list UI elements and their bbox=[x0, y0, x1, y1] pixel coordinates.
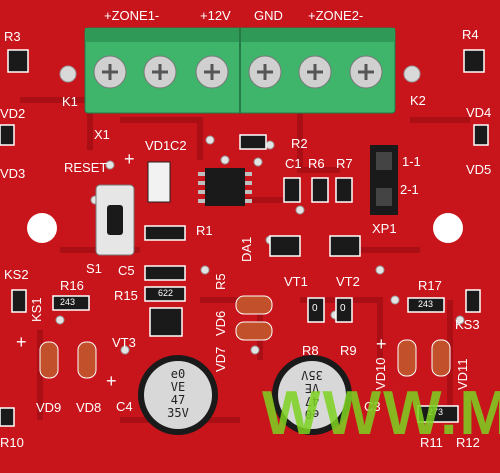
label-vd8: VD8 bbox=[76, 400, 102, 415]
label-vd6: VD6 bbox=[213, 310, 228, 336]
via-hole bbox=[403, 65, 421, 83]
via-hole bbox=[59, 65, 77, 83]
label-vd2: VD2 bbox=[0, 106, 26, 121]
resistor-code-r15: 622 bbox=[158, 288, 174, 298]
capacitor-c4-marking: e0 VE 47 35V bbox=[162, 368, 194, 420]
resistor-code-r17: 243 bbox=[418, 299, 434, 309]
label-vt1: VT1 bbox=[284, 274, 308, 289]
plus-mark: + bbox=[376, 334, 387, 354]
label-vd5: VD5 bbox=[466, 162, 492, 177]
label-r6: R6 bbox=[308, 156, 325, 171]
label-vt2: VT2 bbox=[336, 274, 360, 289]
ic-da1 bbox=[198, 168, 252, 206]
label-r5: R5 bbox=[213, 273, 228, 290]
label-jumper-2: 2-1 bbox=[400, 182, 419, 197]
terminal-label-zone2: +ZONE2- bbox=[308, 8, 364, 23]
label-r9: R9 bbox=[340, 343, 357, 358]
label-c2: C2 bbox=[170, 138, 187, 153]
terminal-label-zone1: +ZONE1- bbox=[104, 8, 160, 23]
capacitor-c4 bbox=[138, 355, 218, 435]
label-r4: R4 bbox=[462, 27, 479, 42]
label-jumper-1: 1-1 bbox=[402, 154, 421, 169]
c4-line: e0 bbox=[170, 367, 186, 381]
terminal-label-12v: +12V bbox=[200, 8, 231, 23]
label-vd3: VD3 bbox=[0, 166, 26, 181]
label-reset: RESET bbox=[64, 160, 108, 175]
diode-vd1 bbox=[147, 161, 171, 203]
plus-mark: + bbox=[106, 371, 117, 391]
jumper-xp1 bbox=[370, 145, 398, 215]
glass-diodes bbox=[39, 295, 451, 379]
label-x1: X1 bbox=[94, 127, 110, 142]
label-xp1: XP1 bbox=[372, 221, 397, 236]
label-ks1: KS1 bbox=[29, 297, 44, 322]
c4-line: 47 bbox=[170, 393, 186, 407]
capacitor-c3 bbox=[272, 355, 352, 435]
mounting-hole bbox=[433, 213, 463, 243]
label-r11: R11 bbox=[420, 435, 443, 450]
label-c3: C3 bbox=[364, 399, 381, 414]
label-ks2: KS2 bbox=[4, 267, 29, 282]
label-r15: R15 bbox=[114, 288, 138, 303]
label-vt3: VT3 bbox=[112, 335, 136, 350]
label-k1: K1 bbox=[62, 94, 78, 109]
label-r8: R8 bbox=[302, 343, 319, 358]
label-ks3: KS3 bbox=[455, 317, 480, 332]
reset-switch-s1 bbox=[95, 184, 135, 256]
watermark-text: WWW.MC bbox=[262, 379, 500, 448]
c4-line: 35V bbox=[167, 406, 189, 420]
label-vd9: VD9 bbox=[36, 400, 62, 415]
label-r2: R2 bbox=[291, 136, 308, 151]
resistor-code-r11: 273 bbox=[428, 407, 444, 417]
terminal-block-x1 bbox=[84, 27, 396, 114]
label-r17: R17 bbox=[418, 278, 442, 293]
smd-components bbox=[0, 49, 489, 427]
label-da1: DA1 bbox=[239, 236, 254, 262]
label-k2: K2 bbox=[410, 93, 426, 108]
label-r7: R7 bbox=[336, 156, 353, 171]
label-c4: C4 bbox=[116, 399, 133, 414]
label-r12: R12 bbox=[456, 435, 480, 450]
label-vd7: VD7 bbox=[213, 346, 228, 372]
resistor-code-r9: 0 bbox=[340, 303, 346, 314]
label-r16: R16 bbox=[60, 278, 84, 293]
label-s1: S1 bbox=[86, 261, 102, 276]
label-r3: R3 bbox=[4, 29, 21, 44]
mounting-hole bbox=[27, 213, 57, 243]
c4-line: VE bbox=[170, 380, 186, 394]
resistor-code-r16: 243 bbox=[60, 297, 76, 307]
label-r1: R1 bbox=[196, 223, 213, 238]
label-c1: C1 bbox=[285, 156, 302, 171]
label-vd1: VD1 bbox=[145, 138, 171, 153]
terminal-screws bbox=[93, 55, 383, 89]
terminal-label-gnd: GND bbox=[254, 8, 283, 23]
plus-mark: + bbox=[16, 332, 27, 352]
label-c5: C5 bbox=[118, 263, 135, 278]
plus-mark: + bbox=[124, 149, 135, 169]
label-r10: R10 bbox=[0, 435, 24, 450]
resistor-code-r8: 0 bbox=[312, 303, 318, 314]
label-vd4: VD4 bbox=[466, 105, 492, 120]
